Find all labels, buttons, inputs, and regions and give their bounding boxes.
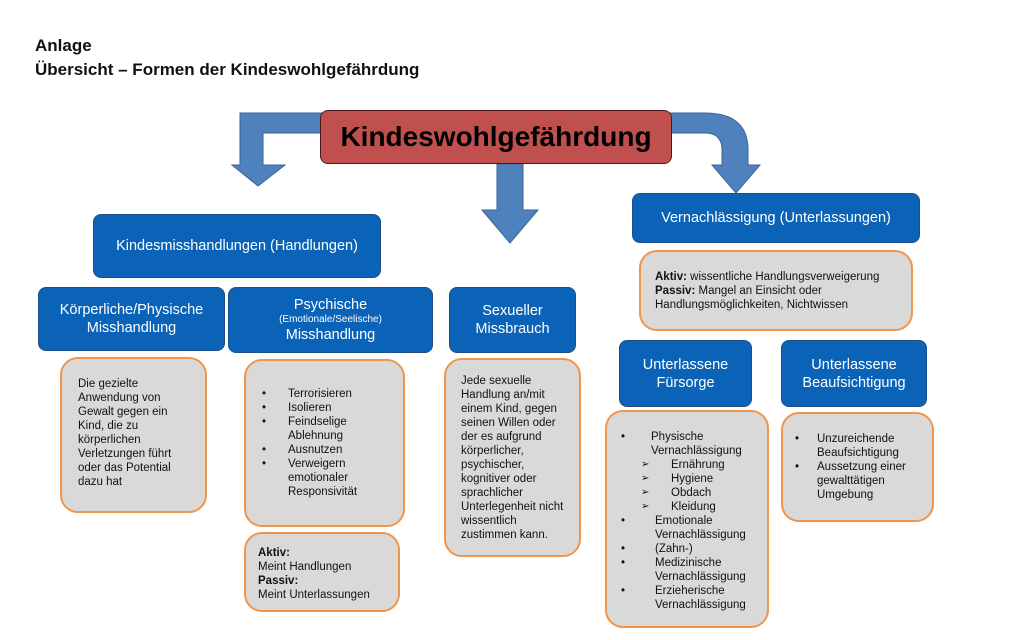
label: Beaufsichtigung (802, 374, 906, 391)
passiv-label: Passiv: (655, 285, 696, 297)
label: Misshandlung (285, 327, 376, 343)
passiv-label: Passiv: (258, 575, 299, 587)
sub-list-item: Obdach (617, 486, 761, 500)
list-item: Erzieherische Vernachlässigung (617, 584, 761, 612)
arrow-left-icon (230, 112, 323, 187)
aktiv-text: Meint Handlungen (258, 561, 352, 573)
sub-list-item: Kleidung (617, 500, 761, 514)
node-psychisch: Psychische (Emotionale/Seelische) Missha… (228, 287, 433, 353)
sub-list-item: Ernährung (617, 458, 761, 472)
list-item: Emotionale Vernachlässigung (617, 514, 761, 542)
node-vernachlaessigung: Vernachlässigung (Unterlassungen) (632, 193, 920, 243)
node-fuersorge: Unterlassene Fürsorge (619, 340, 752, 407)
list-item: Isolieren (258, 401, 395, 415)
list-item: Medizinische Vernachlässigung (617, 556, 761, 584)
note-aufsicht: Unzureichende Beaufsichtigung Aussetzung… (781, 412, 934, 522)
list-item: Aussetzung einer gewalttätigen Umgebung (791, 460, 926, 502)
heading-anlage: Anlage (35, 36, 92, 55)
label: Unterlassene (811, 356, 897, 373)
list-item: Feindselige Ablehnung (258, 415, 395, 443)
label: Fürsorge (656, 374, 715, 391)
label: Psychische (293, 297, 368, 313)
label: Sexueller (482, 303, 543, 319)
note-vernachlaessigung: Aktiv: wissentliche Handlungsverweigerun… (639, 250, 913, 331)
list-item: Ausnutzen (258, 443, 395, 457)
node-misshandlungen: Kindesmisshandlungen (Handlungen) (93, 214, 381, 278)
label: Misshandlung (86, 320, 177, 336)
note-fuersorge: Physische Vernachlässigung Ernährung Hyg… (605, 410, 769, 628)
aktiv-text: wissentliche Handlungsverweigerung (690, 271, 880, 283)
heading-overview: Übersicht – Formen der Kindeswohlgefährd… (35, 60, 420, 79)
label: Missbrauch (475, 321, 550, 337)
passiv-text: Mangel an Einsicht oder Handlungsmöglich… (655, 285, 849, 311)
sub-list-item: Hygiene (617, 472, 761, 486)
list-item: Verweigern emotionaler Responsivität (258, 457, 395, 499)
aktiv-label: Aktiv: (655, 271, 687, 283)
passiv-text: Meint Unterlassungen (258, 589, 370, 601)
node-koerperlich: Körperliche/Physische Misshandlung (38, 287, 225, 351)
label: Unterlassene (642, 356, 729, 373)
note-missbrauch: Jede sexuelle Handlung an/mit einem Kind… (444, 358, 581, 557)
arrow-right-icon (669, 112, 762, 194)
note-koerperlich: Die gezielte Anwendung von Gewalt gegen … (60, 357, 207, 513)
node-aufsicht: Unterlassene Beaufsichtigung (781, 340, 927, 407)
arrow-down-icon (480, 163, 540, 244)
root-node: Kindeswohlgefährdung (320, 110, 672, 164)
label: Körperliche/Physische (59, 302, 204, 318)
aktiv-label: Aktiv: (258, 547, 290, 559)
node-missbrauch: Sexueller Missbrauch (449, 287, 576, 353)
list-item: Unzureichende Beaufsichtigung (791, 432, 926, 460)
list-item: Terrorisieren (258, 387, 395, 401)
note-psychisch-aktiv-passiv: Aktiv: Meint Handlungen Passiv: Meint Un… (244, 532, 400, 612)
list-item: Physische Vernachlässigung (617, 430, 761, 458)
note-psychisch: Terrorisieren Isolieren Feindselige Able… (244, 359, 405, 527)
label: (Emotionale/Seelische) (279, 314, 382, 325)
list-item: (Zahn-) (617, 542, 761, 556)
